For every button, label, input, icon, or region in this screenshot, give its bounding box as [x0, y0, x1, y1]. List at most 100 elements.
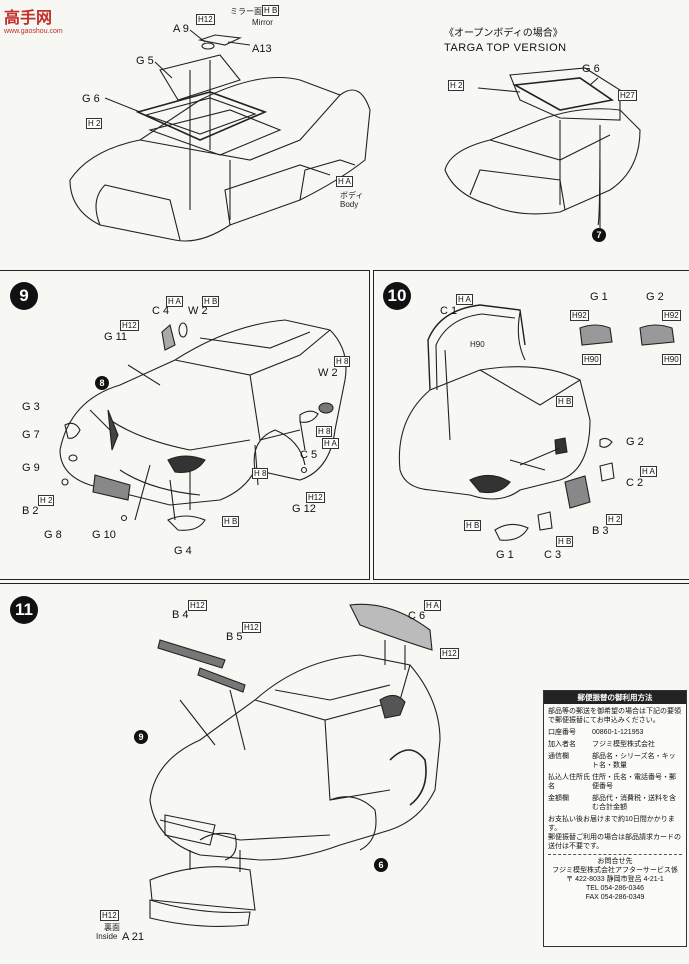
callout-b2: B 2	[22, 505, 39, 517]
callout-a13: A13	[252, 43, 272, 55]
callout-g6-targa: G 6	[582, 63, 600, 75]
callout-c3: C 3	[544, 549, 562, 561]
callout-b5: B 5	[226, 631, 243, 643]
body-label-en: Body	[340, 200, 359, 209]
info-company: フジミ模型株式会社アフターサービス係	[552, 867, 678, 874]
paint-tag-ha-c6: H A	[424, 600, 441, 611]
paint-tag-ha-c5: H A	[322, 438, 339, 449]
paint-tag-hb-w2: H B	[202, 296, 220, 307]
callout-g2: G 2	[626, 436, 644, 448]
info-note-1: お支払い後お届けまで約10日間かかります。	[548, 816, 675, 832]
info-row-value: 00860-1-121953	[592, 729, 644, 736]
callout-b4: B 4	[172, 609, 189, 621]
paint-tag-h92-g2: H92	[662, 310, 681, 321]
ref-step-8: 8	[95, 376, 109, 390]
paint-tag-h27: H27	[618, 90, 637, 101]
callout-g1-top: G 1	[590, 291, 608, 303]
body-label-jp: ボディ	[340, 191, 364, 200]
paint-tag-hb-g2: H B	[556, 396, 574, 407]
info-fax: FAX 054-286-0349	[585, 894, 645, 901]
step-9-number: 9	[10, 282, 38, 310]
info-contact-title: お問合せ先	[548, 854, 682, 866]
paint-tag-h8-marker: H 8	[252, 468, 269, 479]
info-box-intro: 部品等の郵送を御希望の場合は下記の要領で郵便振替にてお申込みください。	[548, 708, 681, 724]
info-row-key: 払込人住所氏名	[548, 774, 590, 790]
info-row-value: 部品代・消費税・送料を含む合計金額	[592, 795, 676, 811]
targa-label-en: TARGA TOP VERSION	[444, 42, 567, 54]
paint-tag-ha-c4: H A	[166, 296, 183, 307]
paint-tag-hb-g4: H B	[222, 516, 240, 527]
paint-tag-h8-w2: H 8	[334, 356, 351, 367]
callout-g9: G 9	[22, 462, 40, 474]
targa-label-jp: 《オープンボディの場合》	[444, 28, 563, 39]
paint-tag-h2-b2: H 2	[38, 495, 55, 506]
paint-tag-h2: H 2	[86, 118, 103, 129]
callout-g7: G 7	[22, 429, 40, 441]
callout-w2-mirror: W 2	[318, 367, 338, 379]
paint-tag-h2-targa: H 2	[448, 80, 465, 91]
callout-g8: G 8	[44, 529, 62, 541]
callout-c1: C 1	[440, 305, 458, 317]
postal-transfer-info-box: 郵便振替の御利用方法 部品等の郵送を御希望の場合は下記の要領で郵便振替にてお申込…	[543, 690, 687, 947]
watermark-main: 高手网	[4, 10, 53, 27]
watermark-sub: www.gaoshou.com	[4, 28, 63, 35]
info-row: 通信欄部品名・シリーズ名・キット名・数量	[548, 752, 682, 770]
site-watermark: 高手网 www.gaoshou.com	[4, 4, 63, 35]
callout-c2: C 2	[626, 477, 644, 489]
step-10-panel	[373, 270, 689, 580]
info-row-value: フジミ模型株式会社	[592, 741, 655, 748]
paint-tag-h12-c6: H12	[440, 648, 459, 659]
paint-tag-hb-c3: H B	[556, 536, 574, 547]
callout-g2-top: G 2	[646, 291, 664, 303]
ref-step-6: 6	[374, 858, 388, 872]
step-11-number: 11	[10, 596, 38, 624]
paint-tag-h90-g1: H90	[582, 354, 601, 365]
callout-g11: G 11	[104, 331, 128, 343]
paint-tag-ha-c2: H A	[640, 466, 657, 477]
paint-tag-h12-b5: H12	[242, 622, 261, 633]
paint-tag-h90-g2: H90	[662, 354, 681, 365]
paint-tag-hb: H B	[262, 5, 280, 16]
callout-c6: C 6	[408, 610, 426, 622]
info-row-key: 加入者名	[548, 741, 576, 748]
info-row-key: 通信欄	[548, 753, 569, 760]
paint-tag-h90-c1: H90	[470, 340, 485, 349]
info-row: 加入者名 フジミ模型株式会社	[548, 740, 682, 749]
paint-tag-h12-a21: H12	[100, 910, 119, 921]
info-row-value: 住所・氏名・電話番号・郵便番号	[592, 774, 676, 790]
callout-g10: G 10	[92, 529, 116, 541]
targa-version-heading: 《オープンボディの場合》 TARGA TOP VERSION	[444, 24, 567, 54]
paint-tag-h12-g11: H12	[120, 320, 139, 331]
info-address: 〒 422-8033 静岡市登呂 4-21-1	[566, 876, 664, 883]
inside-label-jp: 裏面	[104, 923, 120, 932]
callout-a21: A 21	[122, 931, 145, 943]
callout-g3: G 3	[22, 401, 40, 413]
info-tel: TEL 054-286-0346	[585, 885, 645, 892]
ref-step-9: 9	[134, 730, 148, 744]
info-box-title: 郵便振替の御利用方法	[544, 691, 686, 704]
paint-tag-ha-c1: H A	[456, 294, 473, 305]
callout-a9: A 9	[173, 23, 189, 35]
paint-tag-h2-b3: H 2	[606, 514, 623, 525]
step-11-panel	[0, 583, 689, 964]
info-box-body: 部品等の郵送を御希望の場合は下記の要領で郵便振替にてお申込みください。 口座番号…	[544, 704, 686, 905]
step-9-panel	[0, 270, 370, 580]
callout-g5: G 5	[136, 55, 154, 67]
callout-c5: C 5	[300, 449, 318, 461]
info-row-key: 金額欄	[548, 795, 569, 802]
callout-g12: G 12	[292, 503, 316, 515]
info-note-2: 郵便振替ご利用の場合は部品請求カードの送付は不要です。	[548, 834, 681, 850]
callout-g4: G 4	[174, 545, 192, 557]
paint-tag-ha: H A	[336, 176, 353, 187]
paint-tag-h8-c5: H 8	[316, 426, 333, 437]
callout-g1: G 1	[496, 549, 514, 561]
paint-tag-h12-g12: H12	[306, 492, 325, 503]
step-10-number: 10	[383, 282, 411, 310]
paint-tag-h92-g1: H92	[570, 310, 589, 321]
callout-g6: G 6	[82, 93, 100, 105]
ref-step-7: 7	[592, 228, 606, 242]
mirror-label-jp: ミラー面	[230, 7, 262, 16]
paint-tag-h12-b4: H12	[188, 600, 207, 611]
